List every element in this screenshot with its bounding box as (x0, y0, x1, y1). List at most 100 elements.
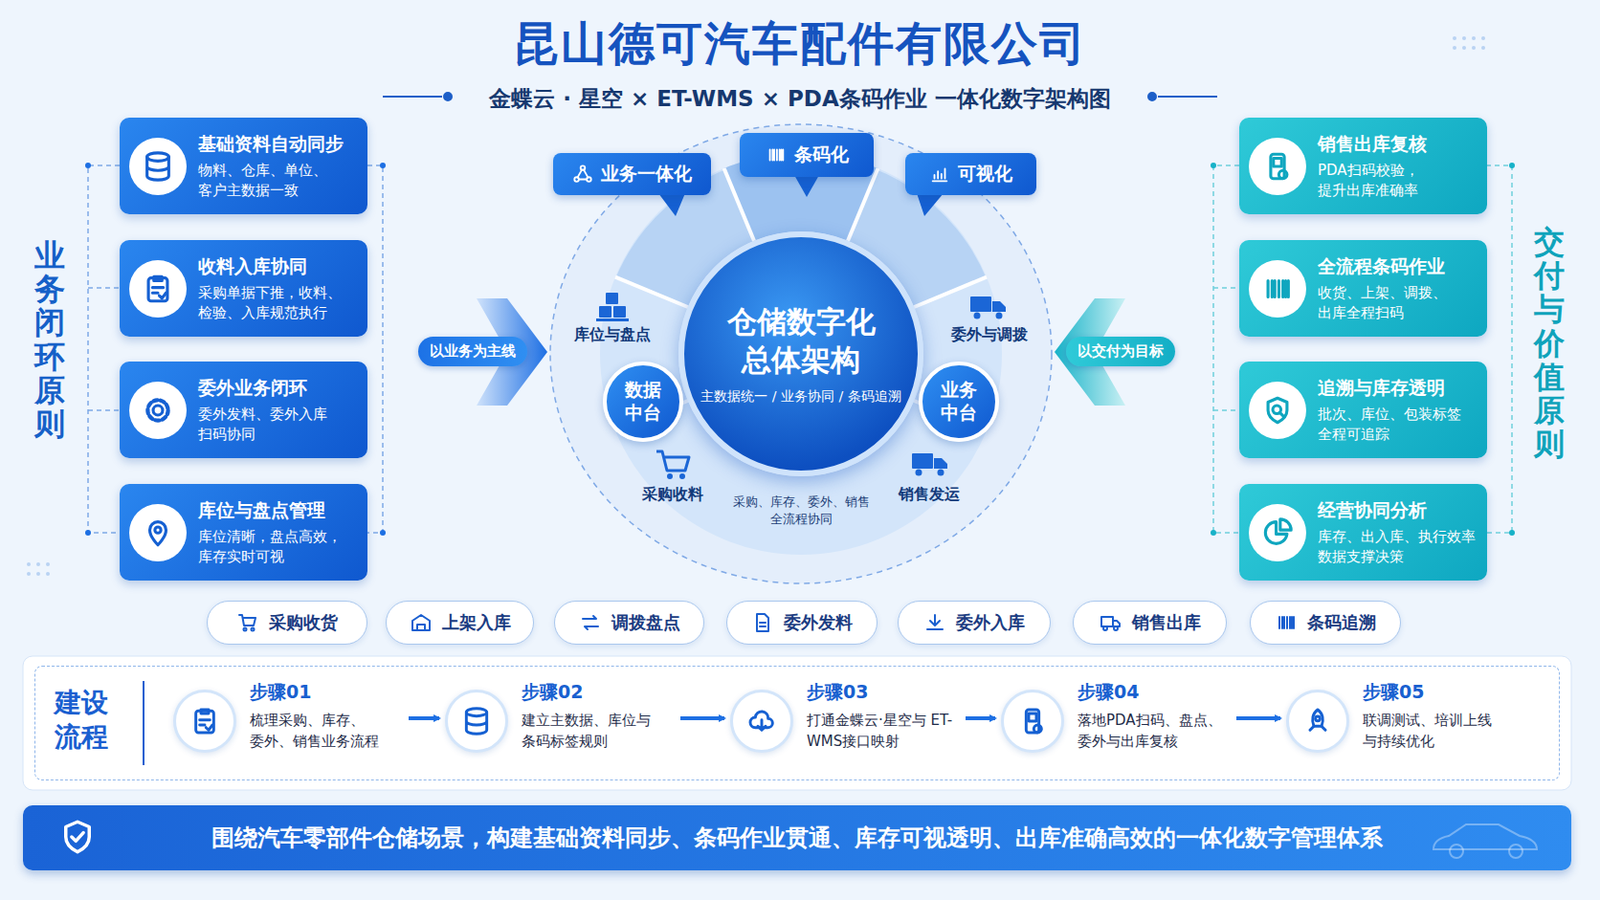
process-step: 步骤03打通金蝶云·星空与 ET-WMS接口映射 (730, 680, 960, 769)
feature-card: 追溯与库存透明批次、库位、包装标签 全程可追踪 (1239, 361, 1488, 459)
icon-wrap (923, 611, 947, 635)
step-text: 步骤05 联调测试、培训上线 与持续优化 (1362, 680, 1516, 754)
callout-tag: 条码化 (739, 133, 874, 178)
card-heading: 全流程条码作业 (1317, 254, 1480, 280)
icon-wrap (765, 144, 787, 166)
platform-text: 数据 中台 (622, 378, 665, 425)
icon-wrap (751, 611, 775, 635)
card-body: 批次、库位、包装标签 全程可追踪 (1317, 404, 1480, 445)
step-text: 步骤04 落地PDA扫码、盘点、 委外与出库复核 (1077, 680, 1231, 754)
step-body: 梳理采购、库存、 委外、销售业务流程 (249, 711, 403, 754)
card-body: 采购单据下推，收料、 检验、入库规范执行 (198, 283, 360, 324)
icon (461, 706, 492, 737)
process-panel-ground (22, 656, 1572, 791)
pill-text: 采购收货 (268, 611, 338, 635)
core-subtitle: 主数据统一 / 业务协同 / 条码追溯 (700, 388, 901, 406)
pill-text: 调拨盘点 (611, 611, 681, 635)
ring-label: 销售发运 (881, 485, 978, 506)
icon (1261, 150, 1294, 183)
feature-card: 销售出库复核PDA扫码校验， 提升出库准确率 (1239, 117, 1488, 215)
step-number: 步骤01 (249, 680, 403, 706)
car-outline (1427, 813, 1543, 867)
step-text: 步骤01 梳理采购、库存、 委外、销售业务流程 (249, 680, 403, 754)
step-number: 步骤04 (1077, 680, 1231, 706)
ring-label: 库位与盘点 (564, 325, 661, 346)
tag-text: 业务一体化 (600, 161, 692, 187)
icon-wrap (1274, 611, 1298, 635)
process-pill: 上架入库 (385, 600, 534, 645)
icon-wrap (929, 163, 951, 185)
card-text: 库位与盘点管理库位清晰，盘点高效， 库存实时可视 (198, 498, 360, 568)
card-heading: 追溯与库存透明 (1317, 376, 1480, 401)
process-pill: 调拨盘点 (554, 600, 705, 645)
direction-pill: 以业务为主线 (418, 336, 528, 367)
card-heading: 库位与盘点管理 (198, 498, 360, 524)
icon-circle (129, 381, 187, 440)
step-number: 步骤05 (1362, 680, 1516, 706)
icon (1099, 611, 1123, 635)
icon-circle (1248, 504, 1307, 562)
icon (141, 272, 175, 306)
card-body: 库位清晰，盘点高效， 库存实时可视 (198, 527, 360, 568)
principle-column: 业务闭环原则 (34, 239, 66, 442)
flow-arrow (408, 716, 440, 721)
process-pill: 销售出库 (1072, 600, 1227, 645)
icon (751, 611, 775, 635)
icon (141, 150, 175, 183)
icon (236, 611, 260, 635)
icon (765, 144, 787, 166)
pill-text: 条码追溯 (1307, 611, 1377, 635)
icon-wrap (57, 817, 98, 862)
step-number: 步骤02 (521, 680, 675, 706)
platform-circle: 业务 中台 (918, 361, 1000, 443)
icon (572, 163, 594, 185)
step-body: 建立主数据、库位与 条码标签规则 (521, 711, 675, 754)
subtitle: 金蝶云 · 星空 × ET-WMS × PDA条码作业 一体化数字架构图 (0, 84, 1600, 114)
process-pill: 采购收货 (206, 600, 368, 645)
flow-arrow (965, 716, 996, 721)
step-number: 步骤03 (806, 680, 960, 706)
card-heading: 销售出库复核 (1317, 132, 1480, 157)
pill-text: 委外入库 (955, 611, 1025, 635)
icon-wrap (1099, 611, 1123, 635)
icon (409, 611, 433, 635)
direction-pill: 以交付为目标 (1066, 336, 1176, 367)
platform-circle: 数据 中台 (602, 361, 684, 443)
icon (141, 516, 175, 550)
icon-circle (1248, 137, 1307, 196)
process-step: 步骤04 落地PDA扫码、盘点、 委外与出库复核 (1000, 680, 1231, 769)
icon (578, 611, 602, 635)
step-text: 步骤02 建立主数据、库位与 条码标签规则 (521, 680, 675, 754)
icon-circle (1286, 689, 1350, 754)
core-circle: 仓储数字化 总体架构主数据统一 / 业务协同 / 条码追溯 (678, 231, 924, 477)
ring-label: 采购、库存、委外、销售 全流程协同 (724, 493, 878, 528)
icon-circle (129, 137, 187, 196)
icon (1261, 272, 1294, 306)
step-body: 联调测试、培训上线 与持续优化 (1362, 711, 1516, 754)
summary-banner: 围绕汽车零部件仓储场景，构建基础资料同步、条码作业贯通、库存可视透明、出库准确高… (22, 805, 1572, 871)
pill-text: 上架入库 (442, 611, 512, 635)
card-text: 经营协同分析库存、出入库、执行效率 数据支撑决策 (1317, 498, 1480, 568)
icon-circle (173, 689, 237, 754)
card-body: 收货、上架、调拨、 出库全程扫码 (1317, 283, 1480, 324)
callout-tag: 可视化 (905, 153, 1037, 196)
architecture-ring (550, 124, 1052, 584)
direction-chevrons (476, 298, 1126, 406)
process-step: 步骤02 建立主数据、库位与 条码标签规则 (444, 680, 675, 769)
icon (1274, 611, 1298, 635)
feature-card: 经营协同分析库存、出入库、执行效率 数据支撑决策 (1239, 484, 1488, 581)
icon-wrap (409, 611, 433, 635)
icon (1261, 516, 1294, 550)
card-text: 追溯与库存透明批次、库位、包装标签 全程可追踪 (1317, 376, 1480, 445)
tag-text: 可视化 (957, 161, 1013, 187)
step-body: 落地PDA扫码、盘点、 委外与出库复核 (1077, 711, 1231, 754)
card-heading: 委外业务闭环 (198, 376, 360, 401)
process-step: 步骤05 联调测试、培训上线 与持续优化 (1286, 680, 1516, 769)
icon (929, 163, 951, 185)
banner-text: 围绕汽车零部件仓储场景，构建基础资料同步、条码作业贯通、库存可视透明、出库准确高… (211, 822, 1383, 854)
principle-column: 交付与价值原则 (1533, 225, 1565, 462)
card-text: 委外业务闭环委外发料、委外入库 扫码协同 (198, 376, 360, 445)
feature-card: 全流程条码作业收货、上架、调拨、 出库全程扫码 (1239, 240, 1488, 337)
